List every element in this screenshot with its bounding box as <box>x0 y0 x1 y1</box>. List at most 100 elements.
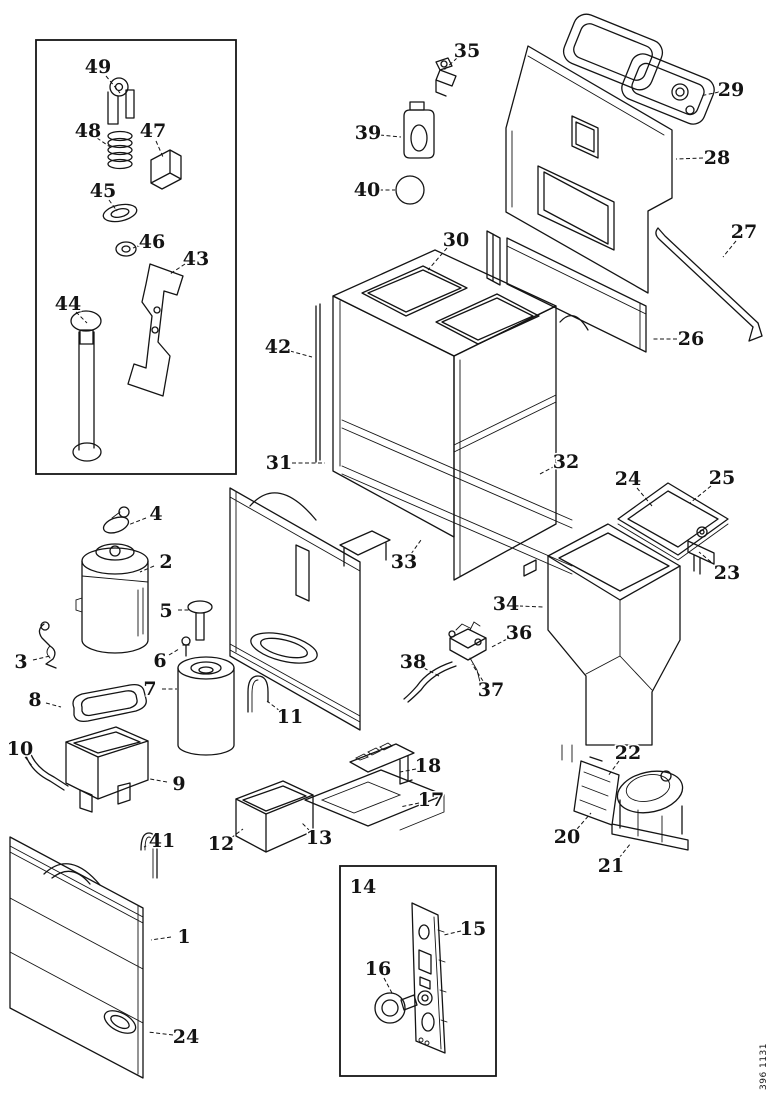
part-46-washer <box>115 241 137 257</box>
leader-line-18 <box>399 768 417 773</box>
callout-45: 45 <box>90 180 116 202</box>
leader-line-4 <box>127 517 147 526</box>
leader-line-29 <box>699 91 720 97</box>
callout-14: 14 <box>350 876 376 898</box>
leader-line-23 <box>698 551 717 567</box>
leader-line-37 <box>471 663 484 682</box>
leader-line-47 <box>155 140 164 158</box>
part-28-back-panel <box>505 45 673 294</box>
leader-line-6 <box>168 648 180 656</box>
leader-line-9 <box>149 778 168 783</box>
part-1-front-panel <box>9 836 144 1079</box>
leader-line-36 <box>489 638 508 649</box>
part-26-lower-panel <box>506 237 647 353</box>
part-49-pivot-pin <box>107 77 135 125</box>
callout-40: 40 <box>354 179 380 201</box>
part-2-auger-motor <box>75 543 149 654</box>
callout-5: 5 <box>159 600 172 622</box>
leader-line-20 <box>576 812 592 830</box>
part-22-pump-bracket <box>573 756 620 826</box>
callout-13: 13 <box>306 827 332 849</box>
callout-33: 33 <box>391 551 417 573</box>
part-45-oval-cap <box>102 203 138 223</box>
callout-9: 9 <box>172 773 185 795</box>
callout-26: 26 <box>678 328 704 350</box>
callout-15: 15 <box>460 918 486 940</box>
leader-line-layer <box>24 57 737 1036</box>
part-41-hook <box>140 832 158 879</box>
part-34-ice-hopper <box>523 523 681 763</box>
part-33-support-rails <box>339 419 573 575</box>
callout-27: 27 <box>731 221 757 243</box>
callout-44: 44 <box>55 293 81 315</box>
callout-31: 31 <box>266 452 292 474</box>
callout-22: 22 <box>615 742 641 764</box>
leader-line-21 <box>618 842 632 859</box>
leader-line-33 <box>410 539 422 555</box>
leader-line-8 <box>45 702 62 708</box>
callout-35: 35 <box>454 40 480 62</box>
part-4-clamp <box>102 506 130 534</box>
inset-box-top-left <box>35 39 237 475</box>
part-48-spring <box>107 130 133 170</box>
part-44-stand-tube <box>70 310 102 462</box>
callout-1: 1 <box>177 926 190 948</box>
leader-line-1 <box>150 936 172 941</box>
leader-line-38 <box>423 667 440 677</box>
leader-line-3 <box>32 655 51 661</box>
callout-12: 12 <box>208 833 234 855</box>
leader-line-44 <box>75 311 88 324</box>
part-39-solenoid <box>403 101 435 159</box>
leader-line-11 <box>266 700 281 712</box>
callout-16: 16 <box>365 958 391 980</box>
part-3-bracket <box>38 621 57 669</box>
leader-line-12 <box>230 828 244 839</box>
part-6-screw <box>181 636 191 657</box>
callout-21: 21 <box>598 855 624 877</box>
callout-24: 24 <box>615 468 641 490</box>
part-18-terminal-block <box>349 742 415 785</box>
part-8-tray-lid <box>72 683 147 723</box>
leader-line-42 <box>289 350 313 358</box>
callout-23: 23 <box>714 562 740 584</box>
leader-line-22 <box>607 760 620 777</box>
callout-49: 49 <box>85 56 111 78</box>
callout-24: 24 <box>173 1026 199 1048</box>
part-17-mounting-plate <box>304 769 445 831</box>
callout-2: 2 <box>159 551 172 573</box>
part-23-lid-bracket <box>687 540 715 575</box>
leader-line-45 <box>108 199 118 212</box>
leader-line-32 <box>539 465 556 475</box>
leader-line-27 <box>722 240 737 258</box>
callout-29: 29 <box>718 79 744 101</box>
part-19-side-panel <box>229 487 361 731</box>
callout-48: 48 <box>75 120 101 142</box>
leader-line-39 <box>379 134 402 138</box>
part-21-water-pump <box>611 770 689 851</box>
leader-line-48 <box>96 137 114 150</box>
leader-line-34 <box>518 605 544 608</box>
callout-8: 8 <box>28 689 41 711</box>
callout-18: 18 <box>415 755 441 777</box>
callout-20: 20 <box>554 826 580 848</box>
leader-line-49 <box>105 75 121 94</box>
leader-line-43 <box>169 263 186 275</box>
callout-34: 34 <box>493 593 519 615</box>
leader-line-13 <box>300 821 311 832</box>
part-13-drip-box <box>235 780 314 853</box>
leader-line-17 <box>399 802 420 808</box>
leader-line-2 <box>139 565 155 573</box>
part-36-37-38-valve-assembly <box>403 621 487 703</box>
leader-line-15 <box>443 930 462 936</box>
part-9-reservoir-tub <box>65 726 149 813</box>
doc-number: 396 1131 <box>759 1043 769 1090</box>
leader-line-41 <box>143 842 153 848</box>
callout-42: 42 <box>265 336 291 358</box>
callout-6: 6 <box>153 650 166 672</box>
part-15-control-plate <box>411 902 448 1054</box>
leader-line-16 <box>383 977 393 994</box>
leader-line-24 <box>636 487 653 507</box>
callout-46: 46 <box>139 231 165 253</box>
